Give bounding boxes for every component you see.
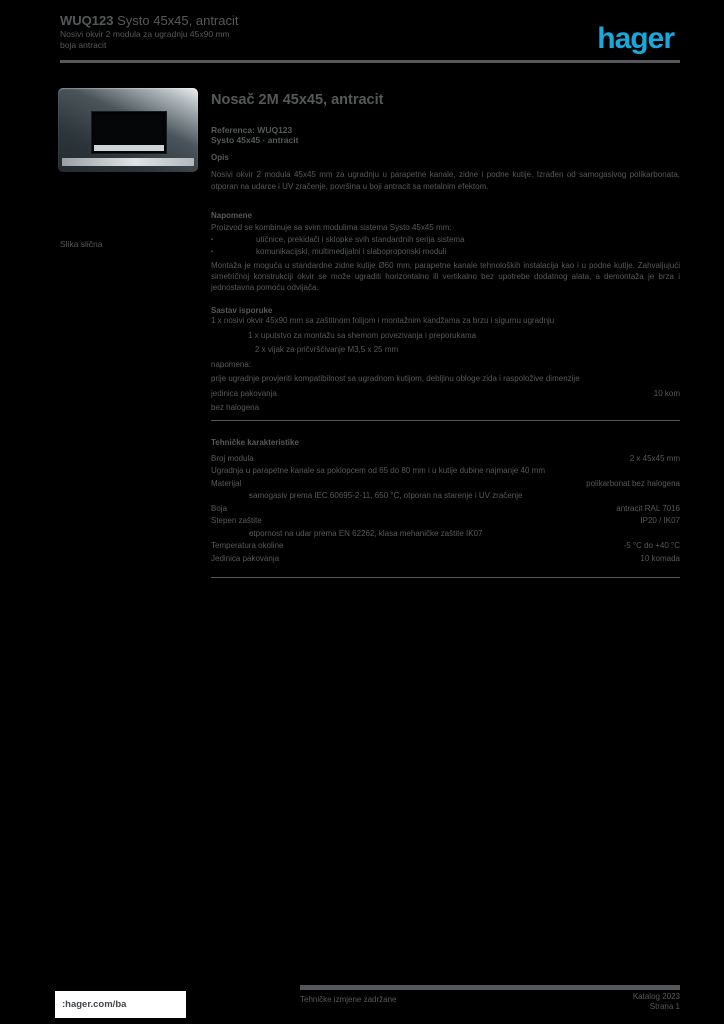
delivery-line: 1 x uputstvo za montažu sa shemom povezi… <box>211 332 680 341</box>
footer-site-box: :hager.com/ba <box>55 991 186 1018</box>
footer-page-number: Strana 1 <box>649 1002 680 1011</box>
spec-row: Ugradnja u parapetne kanale sa poklopcem… <box>211 467 680 476</box>
spec-value: -5 °C do +40 °C <box>623 541 680 550</box>
delivery-text: napomena: <box>211 360 252 369</box>
header-product-family: Systo 45x45, antracit <box>117 13 239 28</box>
spec-value: polikarbonat bez halogena <box>586 478 680 488</box>
spec-value: 2 x 45x45 mm <box>629 453 680 463</box>
spec-label: Jedinica pakovanja <box>211 554 280 563</box>
spec-label: Stepen zaštite <box>211 517 262 525</box>
delivery-text: 2 x vijak za pričvršćivanje M3,5 x 25 mm <box>255 346 399 354</box>
delivery-line: napomena: <box>211 361 680 370</box>
spec-row: Boja antracit RAL 7016 <box>211 503 680 514</box>
plate-bottom-strip <box>62 158 194 166</box>
spec-row: Temperatura okoline -5 °C do +40 °C <box>211 541 680 551</box>
description-text: Nosivi okvir 2 modula 45x45 mm za ugradn… <box>211 170 680 191</box>
header-rule <box>60 60 680 63</box>
bullet-icon: ▪ <box>249 530 252 537</box>
spec-value: antracit RAL 7016 <box>616 503 680 513</box>
spec-row: Stepen zaštite IP20 / IK07 <box>211 516 680 526</box>
delivery-line: prije ugradnje provjeriti kompatibilnost… <box>211 375 680 384</box>
hager-logo: hager <box>597 22 675 55</box>
plate-opening <box>91 111 167 154</box>
footer-note: Tehničke izmjene zadržane <box>300 995 397 1004</box>
spec-row: Broj modula 2 x 45x45 mm <box>211 453 680 464</box>
section-header-delivery: Sastav isporuke <box>211 306 273 315</box>
delivery-line: 1 x nosivi okvir 45x90 mm sa zaštitnom f… <box>211 317 680 326</box>
photo-caption: Slika slična <box>60 239 103 249</box>
spec-label: Boja <box>211 504 228 513</box>
notes-bullet-text: utičnice, prekidači i sklopke svih stand… <box>256 235 465 244</box>
header-block: WUQ123 Systo 45x45, antracit Nosivi okvi… <box>60 13 340 51</box>
bullet-icon: ▪ <box>249 493 252 499</box>
notes-bullet-row: ▪ utičnice, prekidači i sklopke svih sta… <box>211 234 680 246</box>
header-product-ref: WUQ123 <box>60 13 114 28</box>
delivery-line: bez halogena <box>211 404 680 413</box>
section-header-tech: Tehničke karakteristike <box>211 437 299 447</box>
footer-rule <box>300 985 680 990</box>
subtitle-ref: Referenca: WUQ123 <box>211 125 293 135</box>
main-column: Nosač 2M 45x45, antracit Referenca: WUQ1… <box>211 88 680 578</box>
spec-value: IP20 / IK07 <box>640 516 680 525</box>
spec-label: Temperatura okoline <box>211 542 284 550</box>
spec-label: otpornost na udar prema EN 62262, klasa … <box>249 529 483 538</box>
spec-row: Materijal polikarbonat bez halogena <box>211 478 680 489</box>
header-title-line: WUQ123 Systo 45x45, antracit <box>60 13 340 29</box>
delivery-label: jedinica pakovanja <box>211 389 277 398</box>
delivery-line: 2 x vijak za pričvršćivanje M3,5 x 25 mm <box>211 346 680 355</box>
section-header-description: Opis <box>211 153 229 162</box>
notes-intro: Proizvod se kombinuje sa svim modulima s… <box>211 223 452 232</box>
spec-label: Materijal <box>211 479 242 488</box>
section-header-notes: Napomene <box>211 211 252 220</box>
delivery-line: jedinica pakovanja 10 kom <box>211 388 680 399</box>
footer-right-block: Katalog 2023 Strana 1 <box>633 992 680 1012</box>
spec-row: Jedinica pakovanja 10 komada <box>211 553 680 564</box>
notes-text: Montaža je moguća u standardne zidne kut… <box>211 261 680 292</box>
subtitle-family: Systo 45x45 · antracit <box>211 134 299 145</box>
footer-site-url: :hager.com/ba <box>62 999 127 1010</box>
header-variant: boja antracit <box>60 40 107 50</box>
delivery-value: 10 kom <box>653 388 680 398</box>
delivery-text: prije ugradnje provjeriti kompatibilnost… <box>211 375 580 383</box>
bullet-icon: ▪ <box>211 249 214 255</box>
notes-bullet-row: ▪ komunikacijski, multimedijalni i slabo… <box>211 246 680 258</box>
product-photo <box>58 88 198 172</box>
spec-row: ▪ samogasiv prema IEC 60695-2-11, 650 °C… <box>211 492 680 501</box>
section-divider <box>211 577 680 578</box>
spec-row: ▪ otpornost na udar prema EN 62262, klas… <box>211 530 680 539</box>
delivery-text: bez halogena <box>211 404 260 412</box>
product-subtitle: Referenca: WUQ123 Systo 45x45 · antracit <box>211 126 680 144</box>
delivery-text: 1 x nosivi okvir 45x90 mm sa zaštitnom f… <box>211 317 555 325</box>
bullet-icon: ▪ <box>211 237 214 243</box>
spec-label: Broj modula <box>211 454 254 463</box>
delivery-text: 1 x uputstvo za montažu sa shemom povezi… <box>248 331 477 340</box>
spec-label: samogasiv prema IEC 60695-2-11, 650 °C, … <box>249 492 523 500</box>
header-subtitle: Nosivi okvir 2 modula za ugradnju 45x90 … <box>60 29 230 39</box>
spec-value: 10 komada <box>640 553 680 563</box>
page-title: Nosač 2M 45x45, antracit <box>211 92 384 108</box>
section-divider <box>211 419 680 421</box>
plate-opening-lip <box>94 145 164 151</box>
footer-catalog-label: Katalog 2023 <box>632 992 680 1001</box>
spec-label: Ugradnja u parapetne kanale sa poklopcem… <box>211 467 545 475</box>
notes-bullet-text: komunikacijski, multimedijalni i slabopr… <box>256 247 447 256</box>
